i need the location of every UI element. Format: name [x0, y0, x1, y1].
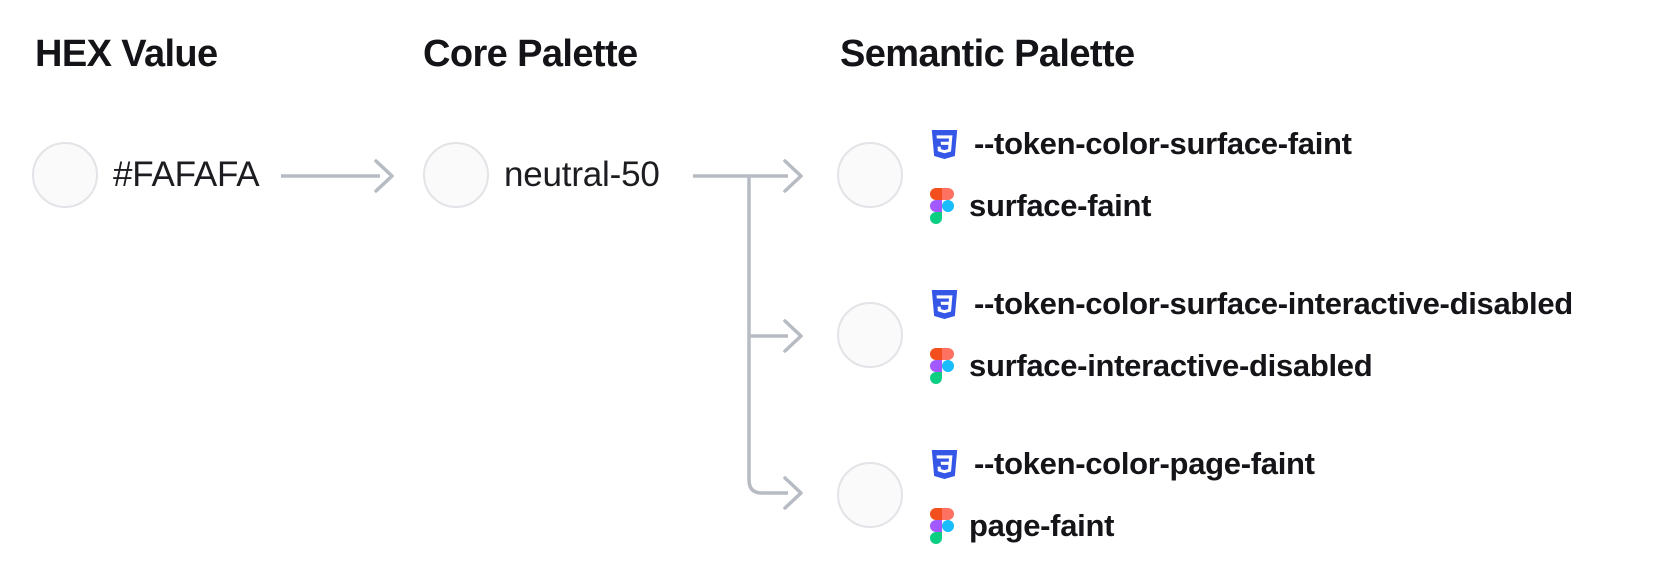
- token-labels: --token-color-page-faint page-faint: [930, 442, 1315, 548]
- figma-token-label: surface-interactive-disabled: [969, 348, 1373, 383]
- hex-node: #FAFAFA: [32, 142, 260, 208]
- figma-token-line: surface-faint: [930, 184, 1352, 228]
- token-labels: --token-color-surface-faint surface-fain…: [930, 122, 1352, 228]
- css-token-line: --token-color-surface-faint: [930, 122, 1352, 166]
- arrowhead-semantic-1: [783, 159, 803, 193]
- figma-icon: [930, 508, 954, 544]
- figma-token-label: surface-faint: [969, 188, 1152, 223]
- semantic-color-swatch: [837, 302, 903, 368]
- core-palette-node: neutral-50: [423, 142, 660, 208]
- token-labels: --token-color-surface-interactive-disabl…: [930, 282, 1573, 388]
- semantic-token-row: --token-color-page-faint page-faint: [837, 442, 1315, 548]
- branch-vertical-line: [747, 176, 788, 495]
- css-token-line: --token-color-page-faint: [930, 442, 1315, 486]
- core-color-swatch: [423, 142, 489, 208]
- css-token-line: --token-color-surface-interactive-disabl…: [930, 282, 1573, 326]
- semantic-token-row: --token-color-surface-interactive-disabl…: [837, 282, 1573, 388]
- figma-icon: [930, 188, 954, 224]
- arrowhead-semantic-2: [783, 319, 803, 353]
- hex-value-label: #FAFAFA: [113, 155, 260, 194]
- column-title-hex: HEX Value: [35, 33, 218, 75]
- arrowhead-semantic-3: [783, 476, 803, 510]
- semantic-token-row: --token-color-surface-faint surface-fain…: [837, 122, 1352, 228]
- hex-color-swatch: [32, 142, 98, 208]
- semantic-color-swatch: [837, 142, 903, 208]
- core-palette-label: neutral-50: [504, 155, 660, 194]
- figma-icon: [930, 348, 954, 384]
- column-title-semantic: Semantic Palette: [840, 33, 1135, 75]
- css3-icon: [930, 449, 959, 480]
- css-variable-label: --token-color-surface-faint: [974, 126, 1352, 161]
- column-title-core: Core Palette: [423, 33, 638, 75]
- arrowhead-hex-to-core: [374, 159, 394, 193]
- css-variable-label: --token-color-surface-interactive-disabl…: [974, 286, 1573, 321]
- css-variable-label: --token-color-page-faint: [974, 446, 1315, 481]
- semantic-color-swatch: [837, 462, 903, 528]
- css3-icon: [930, 289, 959, 320]
- figma-token-line: surface-interactive-disabled: [930, 344, 1573, 388]
- figma-token-label: page-faint: [969, 508, 1115, 543]
- css3-icon: [930, 129, 959, 160]
- figma-token-line: page-faint: [930, 504, 1315, 548]
